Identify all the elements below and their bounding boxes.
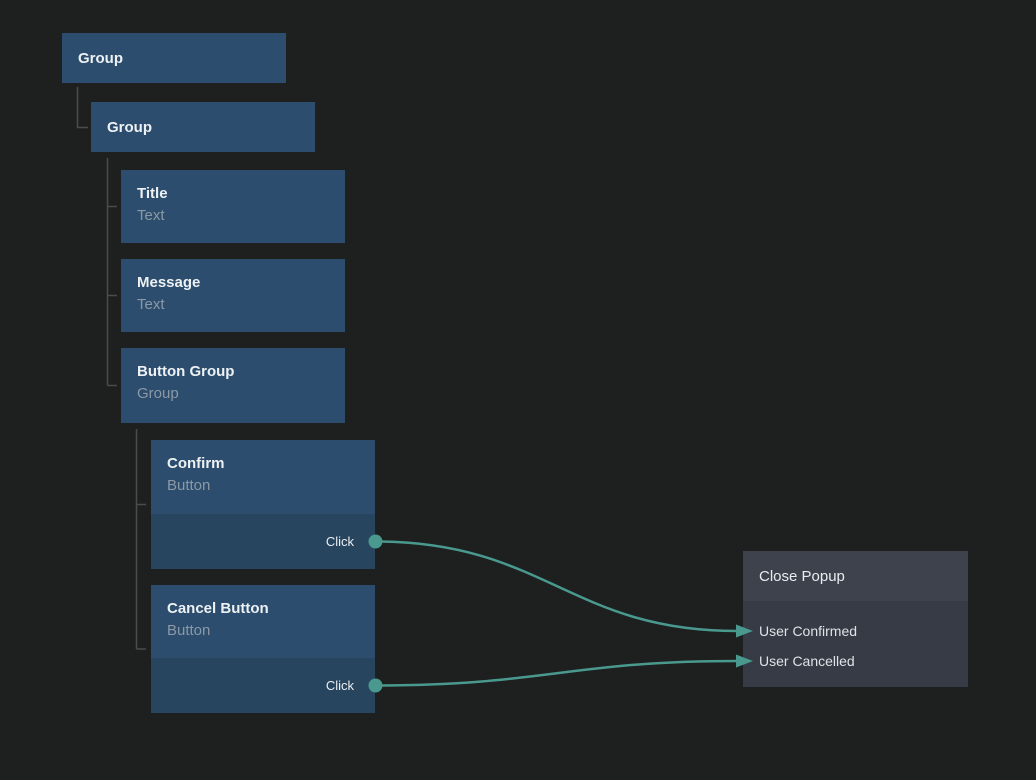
- action-node-close-popup[interactable]: Close Popup User Confirmed User Cancelle…: [743, 551, 968, 687]
- node-title-label: Button Group: [137, 363, 235, 380]
- tree-node-confirm[interactable]: Confirm Button Click: [151, 440, 375, 569]
- tree-node-message[interactable]: Message Text: [121, 259, 345, 332]
- input-user-confirmed[interactable]: User Confirmed: [743, 616, 968, 646]
- node-title-label: Group: [78, 49, 123, 67]
- node-type-label: Button: [167, 477, 211, 494]
- cancel-click-port-row[interactable]: Click: [151, 658, 375, 713]
- node-title-label: Title: [137, 185, 168, 202]
- tree-line-root-to-group: [76, 87, 88, 129]
- node-title-label: Confirm: [167, 455, 225, 472]
- node-type-label: Text: [137, 296, 165, 313]
- click-port-label: Click: [325, 678, 354, 693]
- tree-node-group-root[interactable]: Group: [62, 33, 286, 83]
- node-type-label: Text: [137, 207, 165, 224]
- input-port-label: User Cancelled: [759, 653, 855, 669]
- tree-node-title[interactable]: Title Text: [121, 170, 345, 243]
- wire-cancel-click-to-user-cancelled: [374, 659, 738, 687]
- wire-confirm-click-to-user-confirmed: [374, 540, 738, 633]
- input-port-label: User Confirmed: [759, 623, 858, 639]
- node-title-label: Group: [107, 118, 152, 136]
- node-title-label: Message: [137, 274, 201, 291]
- action-node-header[interactable]: Close Popup: [743, 551, 968, 601]
- confirm-click-port-row[interactable]: Click: [151, 514, 375, 569]
- tree-node-cancel-button[interactable]: Cancel Button Button Click: [151, 585, 375, 713]
- node-title-label: Cancel Button: [167, 600, 269, 617]
- node-type-label: Button: [167, 622, 211, 639]
- input-user-cancelled[interactable]: User Cancelled: [743, 646, 968, 676]
- node-type-label: Group: [137, 385, 179, 402]
- action-node-title: Close Popup: [759, 567, 845, 585]
- tree-node-group-child[interactable]: Group: [91, 102, 315, 152]
- tree-node-button-group[interactable]: Button Group Group: [121, 348, 345, 423]
- action-node-body: User Confirmed User Cancelled: [743, 601, 968, 687]
- click-port-label: Click: [325, 534, 354, 549]
